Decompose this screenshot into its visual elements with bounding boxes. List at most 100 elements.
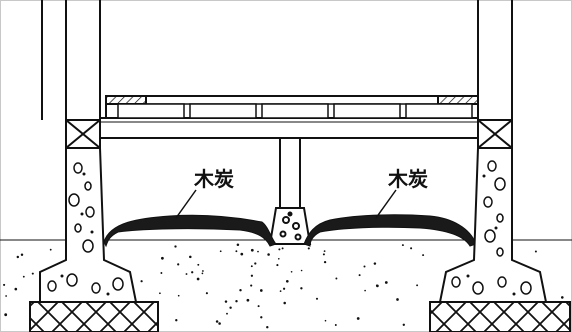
soil-dot — [561, 296, 564, 299]
soil-dot — [246, 298, 250, 302]
soil-dot — [534, 250, 537, 253]
soil-dot — [235, 250, 238, 253]
soil-dot — [177, 263, 180, 266]
soil-dot — [257, 250, 259, 253]
soil-dot — [5, 295, 7, 297]
charcoal-label-right: 木炭 — [387, 167, 428, 191]
soil-dot — [335, 277, 338, 280]
left-sill-beam — [65, 119, 101, 149]
soil-dot — [239, 289, 242, 292]
soil-dot — [49, 248, 52, 251]
soil-dot — [266, 326, 269, 329]
soil-dot — [174, 245, 177, 248]
soil-dot — [300, 269, 303, 272]
right-bedrock — [429, 301, 571, 332]
leader-left — [175, 189, 197, 219]
soil-dot — [161, 256, 164, 260]
charcoal-label-left: 木炭 — [193, 167, 234, 191]
soil-dot — [307, 247, 310, 250]
soil-dot — [279, 290, 282, 292]
soil-dot — [14, 287, 18, 291]
soil-dot — [240, 252, 244, 256]
soil-dot — [282, 287, 286, 290]
soil-dot — [278, 248, 281, 251]
soil-dot — [285, 279, 289, 283]
soil-dot — [396, 298, 399, 301]
soil-dot — [401, 244, 404, 247]
soil-dot — [322, 253, 325, 256]
right-foundation — [438, 147, 548, 303]
floor-sleepers — [117, 103, 473, 119]
soil-dot — [177, 294, 180, 297]
soil-dot — [324, 319, 327, 322]
soil-dot — [364, 289, 366, 292]
soil-dot — [201, 272, 204, 275]
soil-dot — [315, 297, 319, 300]
soil-dot — [185, 273, 188, 275]
soil-dot — [260, 316, 263, 319]
soil-dot — [283, 301, 286, 305]
soil-dot — [202, 270, 204, 272]
soil-dot — [31, 272, 34, 275]
soil-dot — [334, 324, 337, 326]
soil-dot — [281, 247, 284, 250]
label-leaders — [175, 189, 397, 219]
soil-dot — [219, 250, 222, 253]
soil-dot — [235, 300, 238, 303]
soil-dot — [159, 292, 161, 295]
soil-dot — [267, 253, 270, 256]
center-post — [279, 137, 301, 209]
soil-dot — [259, 289, 263, 292]
soil-dot — [226, 312, 228, 315]
right-sill-beam — [477, 119, 513, 149]
soil-dot — [218, 322, 221, 325]
soil-dot — [323, 250, 326, 253]
soil-dot — [250, 265, 253, 268]
center-footing — [268, 207, 312, 245]
soil-dot — [276, 264, 279, 267]
left-bedrock — [29, 301, 159, 332]
soil-dot — [300, 287, 303, 290]
soil-dot — [402, 323, 405, 326]
leader-right — [375, 189, 397, 219]
soil-dot — [254, 262, 257, 265]
soil-dot — [236, 243, 240, 246]
soil-dot — [373, 262, 377, 265]
charcoal-layer — [103, 214, 477, 248]
soil-dot — [250, 274, 254, 277]
soil-dot — [224, 300, 228, 303]
left-wall — [41, 0, 101, 120]
soil-dot — [363, 265, 366, 268]
soil-dot — [250, 284, 253, 287]
soil-dot — [205, 292, 208, 295]
soil-dot — [16, 255, 20, 259]
soil-dot — [196, 277, 200, 281]
soil-dot — [175, 319, 178, 322]
soil-dot — [22, 275, 25, 278]
soil-dot — [229, 306, 232, 309]
soil-dot — [250, 248, 254, 252]
soil-dot — [4, 313, 8, 317]
soil-dot — [356, 317, 360, 320]
soil-dot — [3, 283, 6, 286]
soil-dot — [189, 255, 192, 259]
floor-boards — [105, 95, 479, 119]
soil-dots — [3, 242, 564, 329]
soil-dot — [191, 271, 194, 274]
soil-dot — [375, 284, 378, 287]
soil-dot — [384, 281, 388, 284]
soil-dot — [277, 257, 280, 260]
soil-dot — [290, 270, 293, 273]
soil-dot — [140, 280, 143, 283]
floor-joist — [99, 117, 479, 139]
soil-dot — [20, 253, 24, 256]
soil-dot — [416, 284, 419, 287]
soil-dot — [215, 320, 219, 323]
soil-dot — [257, 305, 260, 308]
soil-dot — [160, 272, 163, 274]
soil-dot — [323, 260, 327, 264]
soil-dot — [358, 274, 361, 277]
soil-dot — [410, 247, 413, 250]
soil-dot — [197, 263, 200, 266]
